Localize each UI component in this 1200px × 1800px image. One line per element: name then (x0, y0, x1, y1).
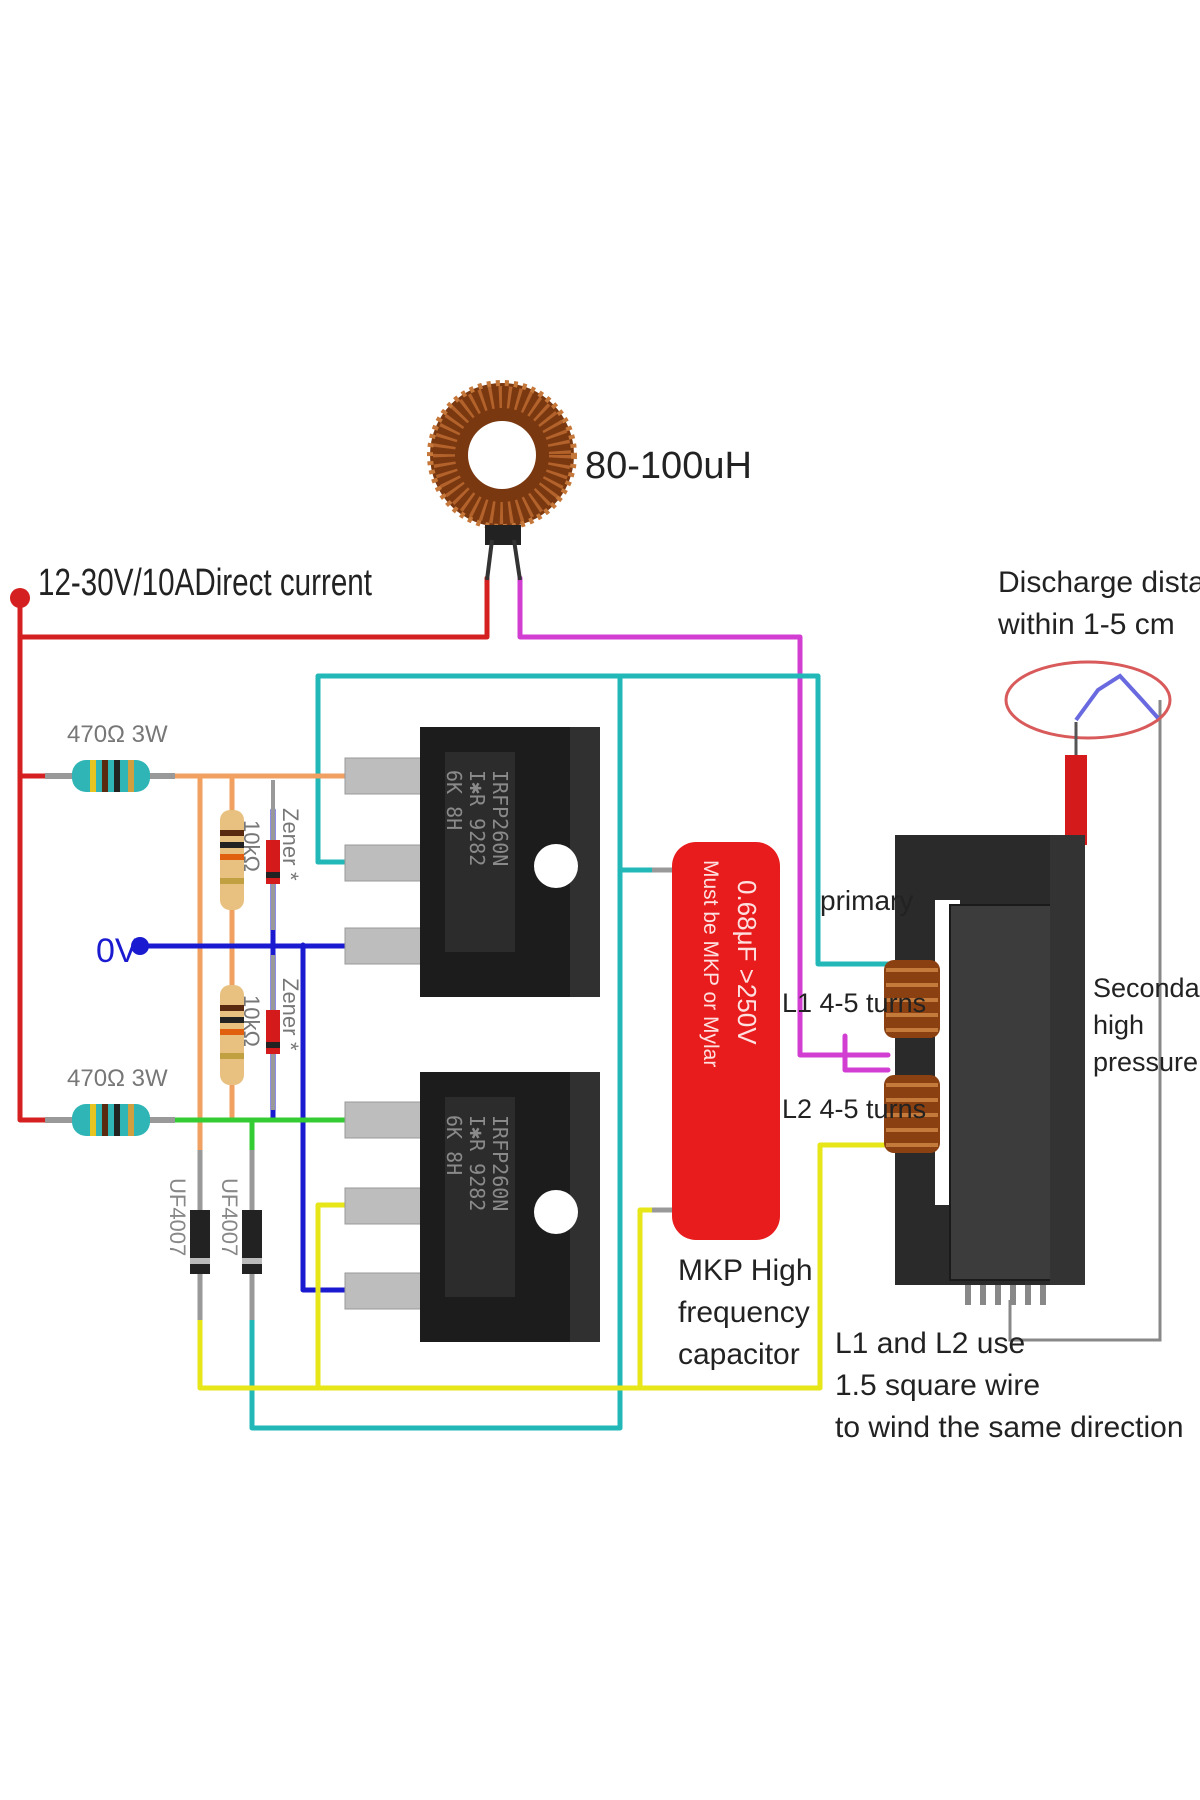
resistor-470-top (45, 760, 175, 792)
zener-bottom (266, 955, 280, 1110)
zener-bottom-label: Zener (278, 978, 303, 1035)
supply-label: 12-30V/10ADirect current (38, 562, 372, 604)
flyback-transformer (895, 835, 1085, 1305)
primary-coil-l2 (884, 1075, 940, 1153)
resistor-470-bottom-label: 470Ω 3W (67, 1065, 168, 1092)
mosfet-bottom-line1: IRFP260N (488, 1115, 512, 1211)
capacitor-caption-2: frequency (678, 1296, 810, 1329)
magenta-wire (517, 575, 891, 1073)
mosfet-bottom-line3: 6K 8H (442, 1115, 466, 1175)
secondary-label-1: Secondary (1093, 973, 1200, 1003)
mosfet-top-line2: I✱R 9282 (465, 770, 489, 866)
capacitor (652, 842, 780, 1240)
secondary-label-2: high (1093, 1010, 1144, 1040)
l1-label: L1 4-5 turns (782, 988, 926, 1018)
discharge-label-1: Discharge distance (998, 566, 1200, 599)
resistor-10k-top (220, 810, 244, 910)
capacitor-caption-3: capacitor (678, 1338, 800, 1371)
secondary-label-3: pressure (1093, 1047, 1198, 1077)
mosfet-top (344, 727, 600, 997)
diode-right-label: UF4007 (217, 1178, 242, 1256)
diode-right (242, 1150, 262, 1320)
zener-top-mark: * (278, 872, 303, 881)
mosfet-top-line3: 6K 8H (442, 770, 466, 830)
resistor-10k-top-label: 10kΩ (239, 820, 264, 872)
primary-coil-l1 (884, 960, 940, 1038)
diode-left (190, 1150, 210, 1320)
spark-gap (1004, 660, 1172, 845)
resistor-10k-bottom-label: 10kΩ (239, 995, 264, 1047)
capacitor-line2: Must be MKP or Mylar (699, 860, 722, 1067)
zener-top-label: Zener (278, 808, 303, 865)
discharge-label-2: within 1-5 cm (997, 608, 1175, 641)
inductor-label: 80-100uH (585, 445, 752, 487)
mosfet-bottom (344, 1072, 600, 1342)
secondary-return-wire (1008, 700, 1162, 1342)
supply-terminal (10, 588, 30, 608)
wire-note-2: 1.5 square wire (835, 1369, 1040, 1402)
zener-bottom-mark: * (278, 1042, 303, 1051)
primary-label: primary (820, 885, 913, 916)
resistor-470-top-label: 470Ω 3W (67, 721, 168, 748)
mosfet-bottom-line2: I✱R 9282 (465, 1115, 489, 1211)
ground-terminal (131, 937, 149, 955)
capacitor-caption-1: MKP High (678, 1254, 813, 1287)
transformer-pins (965, 1285, 1046, 1305)
green-wire (167, 1117, 351, 1153)
wire-note-3: to wind the same direction (835, 1411, 1184, 1444)
capacitor-line1: 0.68μF >250V (732, 880, 762, 1045)
ground-label: 0V (96, 932, 138, 970)
l2-label: L2 4-5 turns (782, 1094, 926, 1124)
diode-left-label: UF4007 (165, 1178, 190, 1256)
mosfet-top-line1: IRFP260N (488, 770, 512, 866)
wire-note-1: L1 and L2 use (835, 1327, 1025, 1360)
toroid-inductor (427, 380, 577, 581)
resistor-10k-bottom (220, 985, 244, 1085)
resistor-470-bottom (45, 1104, 175, 1136)
zener-top (266, 780, 280, 930)
